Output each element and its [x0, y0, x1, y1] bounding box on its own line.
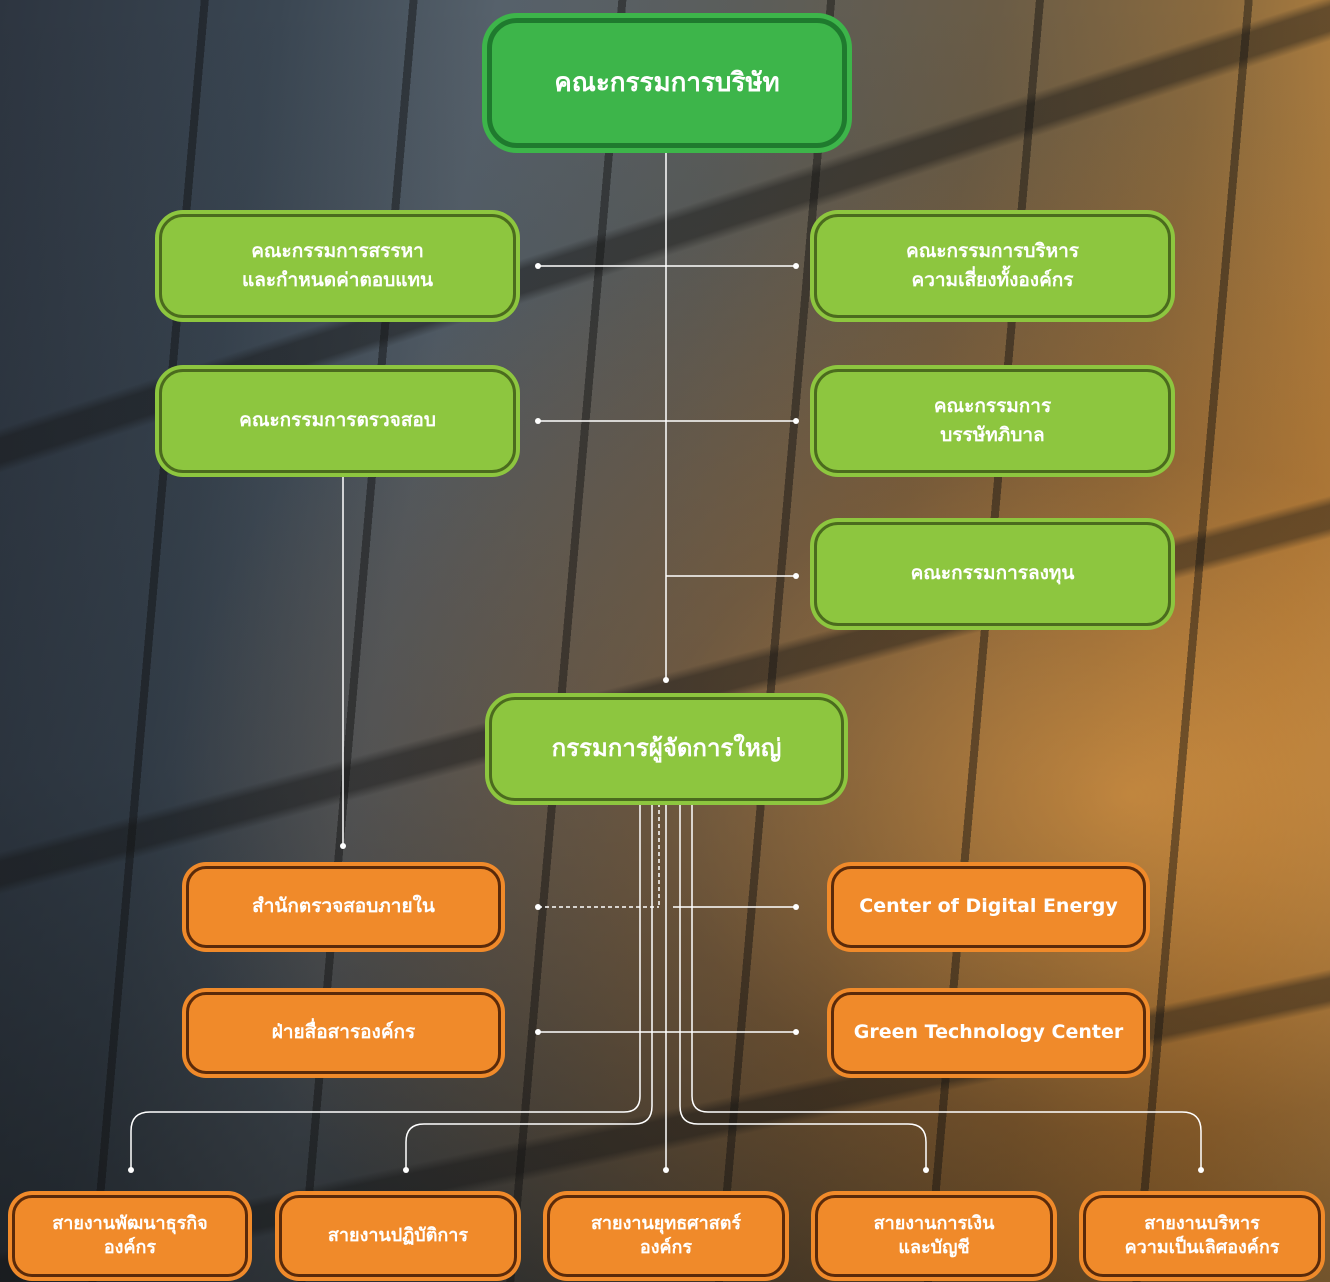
connector-dot: [1198, 1167, 1204, 1173]
unit-label: สำนักตรวจสอบภายใน: [252, 895, 435, 918]
committee-investment[interactable]: คณะกรรมการลงทุน: [814, 522, 1171, 626]
division-label: สายงานพัฒนาธุรกิจ องค์กร: [52, 1212, 208, 1258]
division-label: สายงานยุทธศาสตร์ องค์กร: [590, 1212, 742, 1258]
unit-label: Green Technology Center: [853, 1021, 1124, 1044]
board-of-directors-label: คณะกรรมการบริษัท: [554, 67, 780, 98]
connector-dot: [793, 904, 799, 910]
connector-dot: [793, 263, 799, 269]
board-of-directors-box[interactable]: คณะกรรมการบริษัท: [487, 18, 847, 148]
ceo-label: กรรมการผู้จัดการใหญ่: [551, 734, 782, 763]
division-business-development[interactable]: สายงานพัฒนาธุรกิจ องค์กร: [12, 1195, 248, 1277]
division-label: สายงานการเงิน และบัญชี: [873, 1212, 995, 1258]
connector-dot: [535, 1029, 541, 1035]
unit-label: Center of Digital Energy: [859, 895, 1118, 918]
connector-dot: [403, 1167, 409, 1173]
connector-dot: [535, 418, 541, 424]
committee-nomination-remuneration[interactable]: คณะกรรมการสรรหา และกำหนดค่าตอบแทน: [159, 214, 516, 318]
committee-audit[interactable]: คณะกรรมการตรวจสอบ: [159, 369, 516, 473]
unit-internal-audit[interactable]: สำนักตรวจสอบภายใน: [186, 866, 501, 948]
connector-dot: [793, 1029, 799, 1035]
ceo-line-excellence: [691, 803, 1202, 1170]
division-operations[interactable]: สายงานปฏิบัติการ: [279, 1195, 517, 1277]
connector-dot: [340, 843, 346, 849]
committee-label: คณะกรรมการตรวจสอบ: [239, 409, 436, 432]
unit-label: ฝ่ายสื่อสารองค์กร: [271, 1021, 416, 1044]
unit-green-technology-center[interactable]: Green Technology Center: [831, 992, 1146, 1074]
ceo-line-business-dev: [130, 803, 641, 1170]
committee-label: คณะกรรมการสรรหา และกำหนดค่าตอบแทน: [241, 239, 434, 291]
connector-dot: [535, 263, 541, 269]
division-corporate-strategy[interactable]: สายงานยุทธศาสตร์ องค์กร: [547, 1195, 785, 1277]
committee-corporate-governance[interactable]: คณะกรรมการ บรรษัทภิบาล: [814, 369, 1171, 473]
division-label: สายงานบริหาร ความเป็นเลิศองค์กร: [1124, 1212, 1280, 1258]
committee-risk-management[interactable]: คณะกรรมการบริหาร ความเสี่ยงทั้งองค์กร: [814, 214, 1171, 318]
connector-dot: [128, 1167, 134, 1173]
ceo-line-finance: [679, 803, 927, 1170]
connector-dot: [793, 418, 799, 424]
connector-dot: [793, 573, 799, 579]
ceo-line-operations: [405, 803, 653, 1170]
division-label: สายงานปฏิบัติการ: [327, 1224, 469, 1246]
committee-label: คณะกรรมการบริหาร ความเสี่ยงทั้งองค์กร: [905, 239, 1080, 291]
connector-dot: [923, 1167, 929, 1173]
connector-dot: [663, 677, 669, 683]
connector-dot: [535, 904, 541, 910]
division-corporate-excellence[interactable]: สายงานบริหาร ความเป็นเลิศองค์กร: [1083, 1195, 1321, 1277]
committee-label: คณะกรรมการลงทุน: [910, 562, 1075, 585]
unit-corporate-communications[interactable]: ฝ่ายสื่อสารองค์กร: [186, 992, 501, 1074]
division-finance-accounting[interactable]: สายงานการเงิน และบัญชี: [815, 1195, 1053, 1277]
committee-label: คณะกรรมการ บรรษัทภิบาล: [933, 394, 1052, 446]
connector-dot: [663, 1167, 669, 1173]
unit-center-of-digital-energy[interactable]: Center of Digital Energy: [831, 866, 1146, 948]
ceo-box[interactable]: กรรมการผู้จัดการใหญ่: [489, 697, 844, 801]
